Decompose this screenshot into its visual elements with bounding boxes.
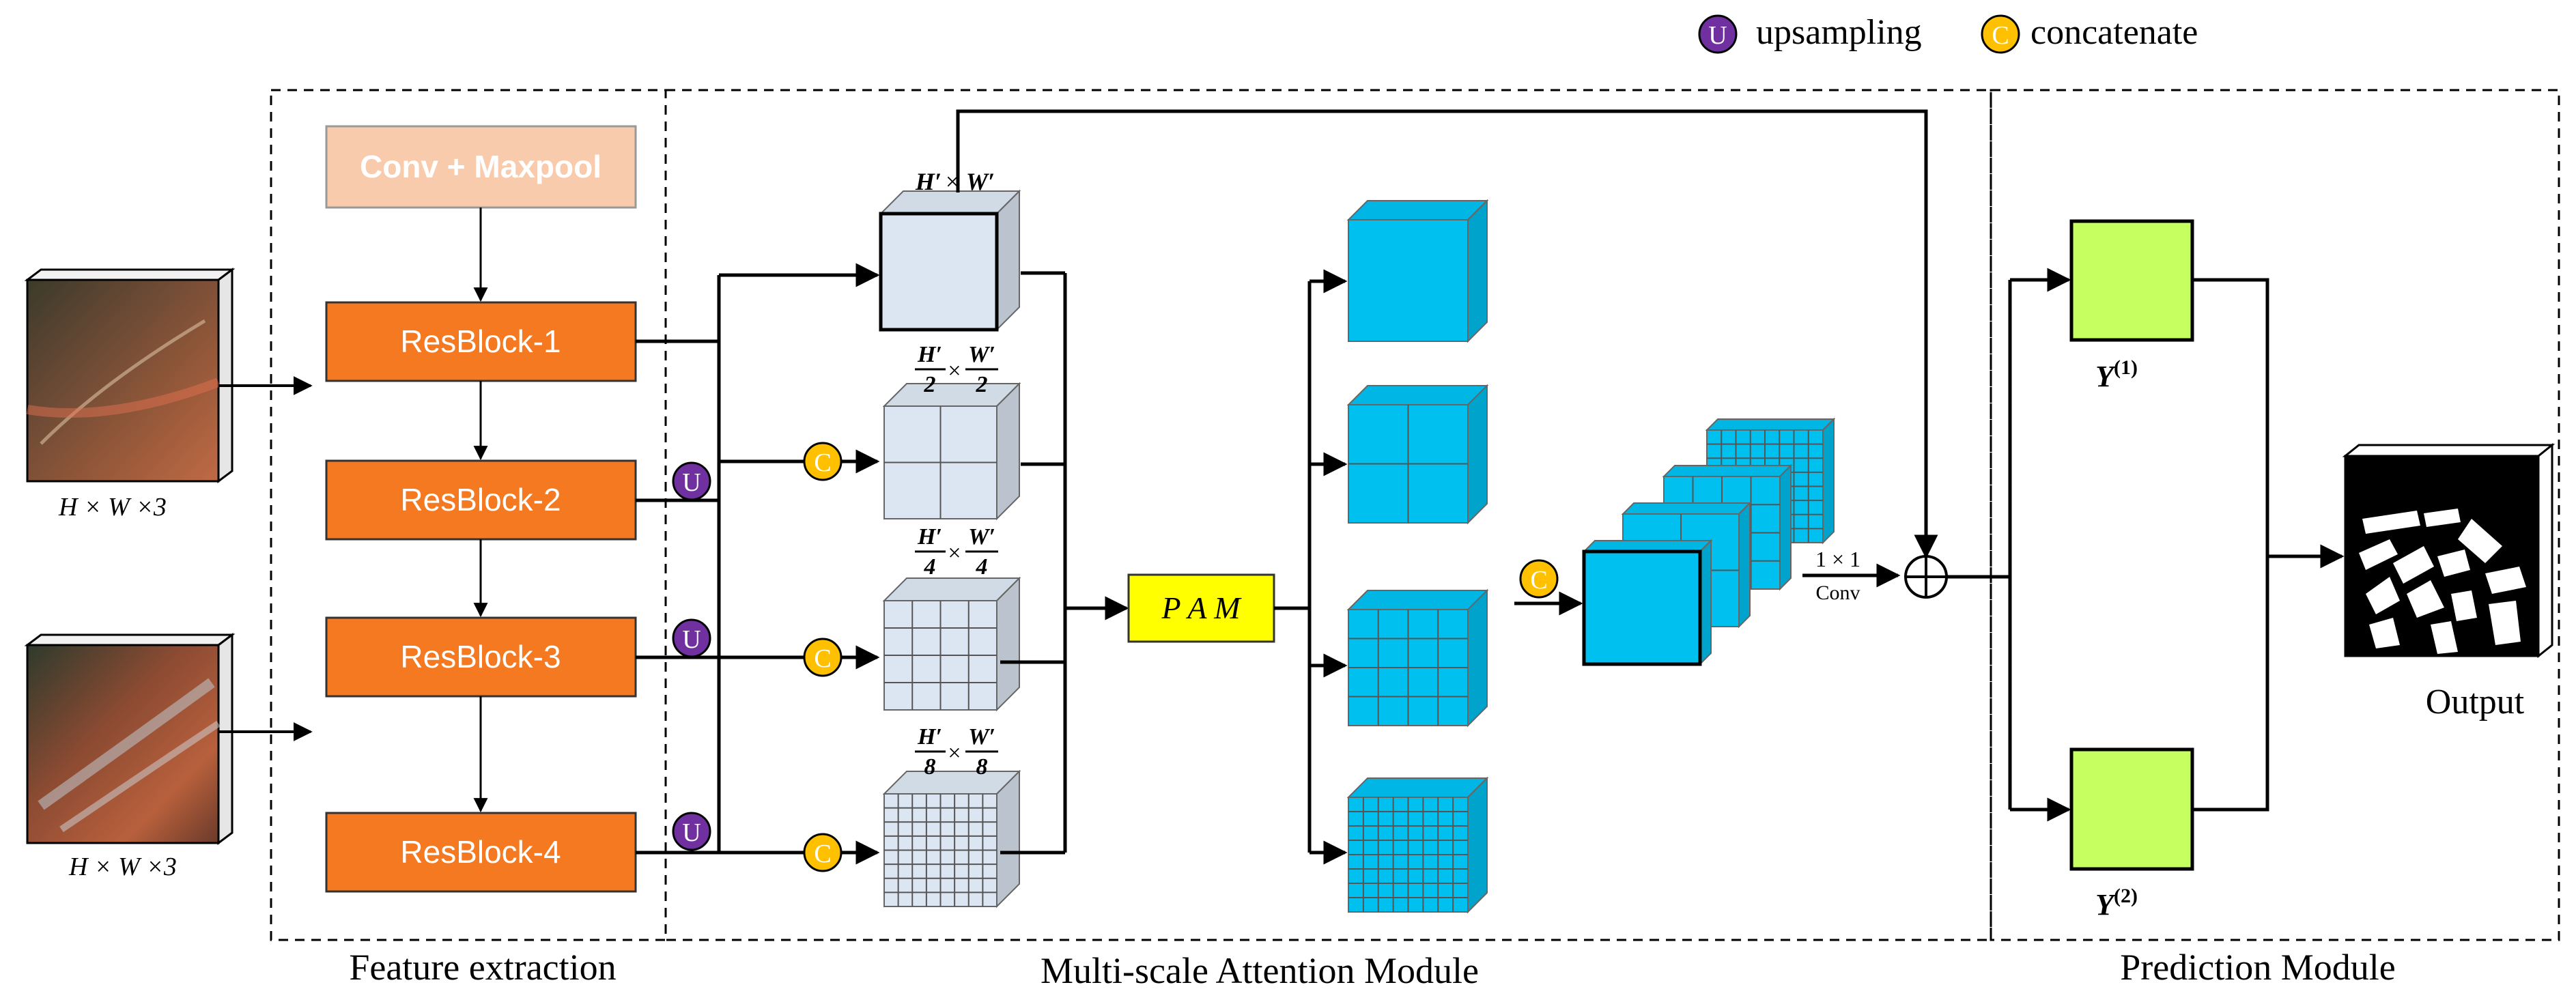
output-label: Output bbox=[2426, 683, 2525, 722]
concat-icon-1 bbox=[803, 442, 843, 481]
scale-cube-2 bbox=[882, 382, 1021, 521]
attention-cube-1 bbox=[1346, 199, 1489, 343]
scale-cube-4 bbox=[882, 769, 1021, 909]
scale-3-w-den: 4 bbox=[976, 554, 988, 580]
upsample-icon-3-symbol: U bbox=[682, 818, 700, 847]
scale-cube-3 bbox=[882, 576, 1021, 712]
scale-3-times: × bbox=[948, 541, 961, 566]
concat-icon-2 bbox=[803, 638, 843, 677]
prediction-frame bbox=[1990, 89, 2560, 941]
concat-icon-3 bbox=[803, 833, 843, 872]
concatenate-legend-icon bbox=[1981, 14, 2020, 54]
scale-4-w: W′ bbox=[968, 724, 995, 749]
scale-2-w: W′ bbox=[968, 342, 995, 367]
input-2-dim-label: H × W ×3 bbox=[68, 853, 177, 881]
resblock-1-label: ResBlock-1 bbox=[400, 324, 561, 359]
pam-label: P A M bbox=[1161, 590, 1242, 625]
stacked-feature-cubes bbox=[1582, 417, 1836, 666]
scale-4-w-den: 8 bbox=[976, 754, 988, 780]
scale-label-1: H′ × W′ bbox=[915, 168, 995, 195]
upsample-icon-1 bbox=[672, 461, 711, 501]
concat-icon-3-symbol: C bbox=[814, 840, 831, 868]
resblock-2-label: ResBlock-2 bbox=[400, 482, 561, 517]
pam-block bbox=[1127, 573, 1275, 643]
section-frames bbox=[270, 89, 2560, 941]
attention-cube-4 bbox=[1346, 776, 1489, 914]
scale-2-h-den: 2 bbox=[924, 372, 936, 397]
y2-label: Y(2) bbox=[2095, 885, 2138, 922]
msam-frame bbox=[664, 89, 1992, 941]
scale-4-h: H′ bbox=[917, 724, 942, 749]
pam-to-attention-connections bbox=[1274, 269, 1348, 865]
prediction-head-2 bbox=[2069, 747, 2194, 871]
resblock-3 bbox=[325, 616, 637, 698]
scale-3-h: H′ bbox=[917, 524, 942, 549]
scale-3-w: W′ bbox=[968, 524, 995, 549]
conv1x1-top-label: 1 × 1 bbox=[1815, 547, 1860, 571]
conv1x1-bottom-label: Conv bbox=[1815, 582, 1860, 604]
input-image-2 bbox=[24, 633, 236, 845]
scale-cube-1 bbox=[879, 189, 1021, 332]
scale-label-2: H′ 2 × W′ 2 bbox=[915, 342, 998, 397]
concat-icon-1-symbol: C bbox=[814, 448, 831, 477]
input-1-dim-label: H × W ×3 bbox=[58, 493, 167, 522]
upsample-icon-2-symbol: U bbox=[682, 625, 700, 654]
resblock-2 bbox=[325, 459, 637, 541]
legend: U upsampling C concatenate bbox=[1698, 13, 2198, 54]
prediction-head-1 bbox=[2069, 219, 2194, 342]
stack-cube-1 bbox=[1582, 539, 1713, 666]
y1-label: Y(1) bbox=[2095, 356, 2138, 393]
scale-2-w-den: 2 bbox=[976, 372, 988, 397]
scale-label-4: H′ 8 × W′ 8 bbox=[915, 724, 998, 780]
resblock-4 bbox=[325, 812, 637, 893]
scale-2-h: H′ bbox=[917, 342, 942, 367]
concatenate-legend-label: concatenate bbox=[2030, 13, 2198, 52]
input-image-1 bbox=[24, 268, 236, 483]
add-to-prediction-connections bbox=[1947, 268, 2071, 822]
scale-1-w: W′ bbox=[966, 168, 995, 195]
feature-extraction-label: Feature extraction bbox=[349, 947, 616, 988]
prediction-to-output-connections bbox=[2192, 278, 2345, 812]
resblock-4-label: ResBlock-4 bbox=[400, 834, 561, 870]
conv-maxpool-block bbox=[325, 125, 637, 209]
concat-icon-4 bbox=[1519, 559, 1559, 599]
attention-cube-2 bbox=[1346, 384, 1489, 525]
scale-cubes bbox=[879, 189, 1021, 909]
attention-cube-3 bbox=[1346, 588, 1489, 728]
feature-connections bbox=[636, 263, 880, 865]
upsample-icon-1-symbol: U bbox=[682, 468, 700, 497]
attention-cubes bbox=[1346, 199, 1489, 914]
resblock-3-label: ResBlock-3 bbox=[400, 639, 561, 674]
upsample-icon-3 bbox=[672, 812, 711, 851]
scale-to-pam-connections bbox=[1000, 271, 1129, 855]
scale-4-times: × bbox=[948, 741, 961, 766]
scale-label-3: H′ 4 × W′ 4 bbox=[915, 524, 998, 580]
conv-maxpool-label: Conv + Maxpool bbox=[360, 149, 601, 184]
concat-icon-4-symbol: C bbox=[1530, 566, 1547, 595]
scale-1-h: H′ bbox=[915, 168, 942, 195]
concat-icon-2-symbol: C bbox=[814, 644, 831, 673]
prediction-module-label: Prediction Module bbox=[2120, 947, 2395, 988]
scale-4-h-den: 8 bbox=[924, 754, 936, 780]
residual-connection bbox=[956, 109, 1938, 559]
concatenate-legend-symbol: C bbox=[1992, 21, 2009, 50]
upsample-icon-2 bbox=[672, 618, 711, 658]
output-mask bbox=[2342, 442, 2556, 659]
scale-1-times: × bbox=[946, 168, 959, 195]
msam-label: Multi-scale Attention Module bbox=[1041, 950, 1479, 991]
scale-3-h-den: 4 bbox=[924, 554, 936, 580]
upsampling-legend-icon bbox=[1698, 14, 1738, 54]
upsampling-legend-symbol: U bbox=[1708, 21, 1727, 50]
scale-2-times: × bbox=[948, 358, 961, 384]
upsampling-legend-label: upsampling bbox=[1756, 13, 1922, 52]
